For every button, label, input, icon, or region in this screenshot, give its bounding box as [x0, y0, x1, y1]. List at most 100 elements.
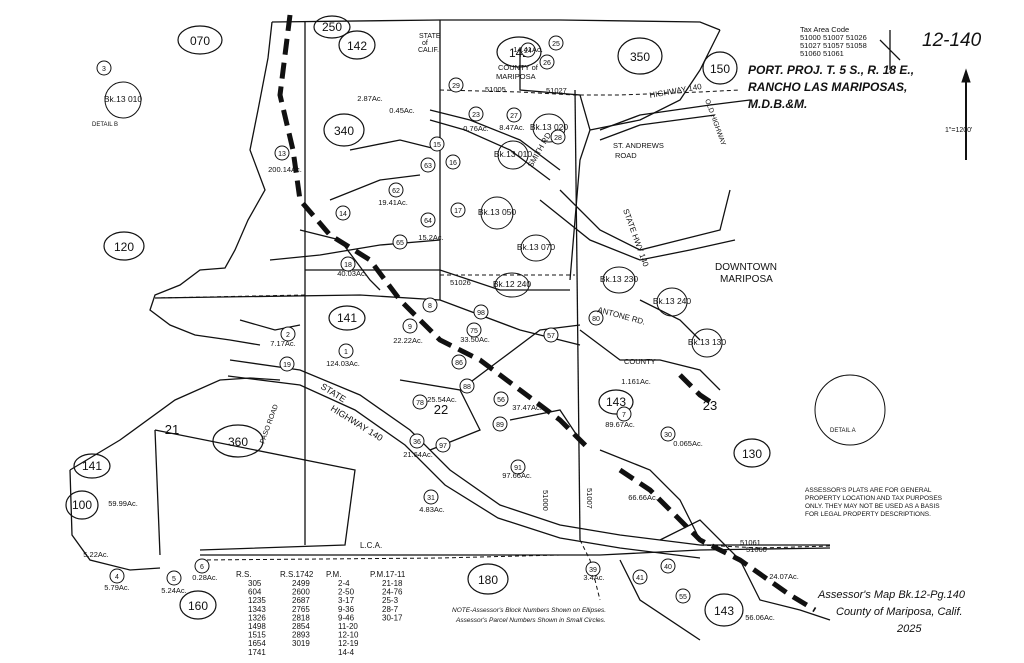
footer-line: County of Mariposa, Calif. — [836, 606, 963, 618]
parcel-circle — [451, 354, 467, 370]
title-line: RANCHO LAS MARIPOSAS, — [748, 80, 907, 94]
state-hwy-label: STATE HWY 140 — [621, 208, 650, 269]
acreage: 1.161Ac. — [621, 377, 651, 386]
block-ellipse — [73, 453, 111, 479]
disclaimer-line: PROPERTY LOCATION AND TAX PURPOSES — [805, 495, 943, 502]
footer-line: Assessor's Map Bk.12-Pg.140 — [817, 589, 966, 601]
reference-entry: 24-76 — [382, 588, 403, 597]
parcel-number: 15 — [433, 142, 441, 149]
parcel-number: 19 — [283, 362, 291, 369]
parcel-circle — [166, 570, 182, 586]
block-ellipse — [702, 51, 738, 85]
parcel-number: 13 — [278, 151, 286, 158]
reference-entry: 1515 — [248, 631, 266, 640]
acreage: 56.06Ac. — [745, 613, 775, 622]
parcel-circle — [109, 568, 125, 584]
parcel-circle — [543, 327, 559, 343]
acreage: 33.50Ac. — [460, 335, 490, 344]
reference-entry: 1741 — [248, 648, 266, 657]
parcel-circle — [468, 106, 484, 122]
tax-code: 51007 — [585, 488, 594, 509]
parcel-number: 80 — [592, 316, 600, 323]
block-ellipse — [177, 25, 223, 55]
block-ref: Bk.13 050 — [478, 207, 517, 217]
parcel-number: 55 — [679, 594, 687, 601]
parcel-circle — [585, 561, 601, 577]
block-label: 360 — [228, 435, 248, 449]
block-label: 143 — [606, 395, 626, 409]
parcel-number: 25 — [552, 41, 560, 48]
parcel-number: 78 — [416, 400, 424, 407]
parcel-boundaries — [69, 19, 901, 641]
acreage: 21.64Ac. — [403, 450, 433, 459]
parcel-circle — [675, 588, 691, 604]
downtown-label: DOWNTOWN — [715, 262, 777, 273]
block-label: 340 — [334, 124, 354, 138]
road-label: ANTONE RD. — [596, 305, 646, 326]
tax-code: 51026 — [450, 278, 471, 287]
parcel-number: 86 — [455, 360, 463, 367]
parcel-number: 29 — [452, 83, 460, 90]
parcel-circle — [194, 558, 210, 574]
parcel-number: 56 — [497, 397, 505, 404]
disclaimer: ASSESSOR'S PLATS ARE FOR GENERAL PROPERT… — [805, 487, 943, 518]
road-label: ST. ANDREWS — [613, 141, 664, 150]
county-label: COUNTY of — [498, 63, 539, 72]
acreage: 0.45Ac. — [389, 106, 414, 115]
parcel-number: 89 — [496, 422, 504, 429]
block-ellipse — [323, 113, 365, 147]
parcel-circle — [506, 107, 522, 123]
footer-year: 2025 — [896, 623, 922, 635]
reference-entry: 9-36 — [338, 605, 355, 614]
parcel-circle — [493, 391, 509, 407]
reference-entry: 2-4 — [338, 579, 350, 588]
tax-code: 51027 — [546, 86, 567, 95]
reference-entry: 3019 — [292, 639, 310, 648]
parcel-circle — [409, 433, 425, 449]
parcel-number: 39 — [589, 567, 597, 574]
reference-entry: 12-10 — [338, 631, 359, 640]
tax-code: 51005 — [485, 85, 506, 94]
block-ellipse — [338, 30, 376, 60]
acreage: 0.28Ac. — [192, 573, 217, 582]
title-line: M.D.B.&M. — [748, 97, 807, 111]
acreage: 15.2Ac. — [418, 233, 443, 242]
parcel-circle — [466, 322, 482, 338]
parcel-number: 9 — [408, 324, 412, 331]
parcel-circle — [632, 569, 648, 585]
parcel-circle — [473, 304, 489, 320]
reference-entry: 2-50 — [338, 588, 355, 597]
tax-code: 51061 — [740, 538, 761, 547]
block-label: 350 — [630, 50, 650, 64]
north-arrow-icon: 1"=1200' — [945, 68, 972, 160]
reference-entry: 30-17 — [382, 613, 403, 622]
reference-entry: 2818 — [292, 613, 310, 622]
survey-references: R.S.3056041235134313261498151516541741R.… — [236, 570, 406, 657]
map-number: 12-140 — [922, 30, 982, 51]
parcel-number: 62 — [392, 188, 400, 195]
acreage: 40.03Ac. — [337, 269, 367, 278]
block-label: 120 — [114, 240, 134, 254]
block-ref: Bk.13 230 — [600, 274, 639, 284]
county-label: COUNTY — [624, 357, 656, 366]
highway-label: HIGHWAY 140 — [649, 82, 703, 100]
disclaimer-line: ASSESSOR'S PLATS ARE FOR GENERAL — [805, 487, 932, 494]
block-label: 180 — [478, 573, 498, 587]
parcel-number: 24 — [524, 48, 532, 55]
block-reference-labels: Bk.13 010 Bk.13 020 Bk.13 010 Bk.13 050 … — [104, 94, 727, 347]
block-label: 250 — [322, 20, 342, 34]
parcel-circle — [616, 406, 632, 422]
acreage: 4.83Ac. — [419, 505, 444, 514]
reference-entry: 14-4 — [338, 648, 355, 657]
parcel-number: 98 — [477, 310, 485, 317]
block-label: 070 — [190, 34, 210, 48]
block-ellipse — [313, 15, 351, 39]
reference-entry: 2600 — [292, 588, 310, 597]
parcel-circle — [539, 54, 555, 70]
parcel-circle — [388, 182, 404, 198]
parcel-circle — [550, 129, 566, 145]
tax-area-lines — [154, 89, 831, 601]
disclaimer-line: ONLY. THEY MAY NOT BE USED AS A BASIS — [805, 503, 940, 510]
parcel-number: 2 — [286, 332, 290, 339]
detail-label: DETAIL A — [830, 428, 856, 434]
